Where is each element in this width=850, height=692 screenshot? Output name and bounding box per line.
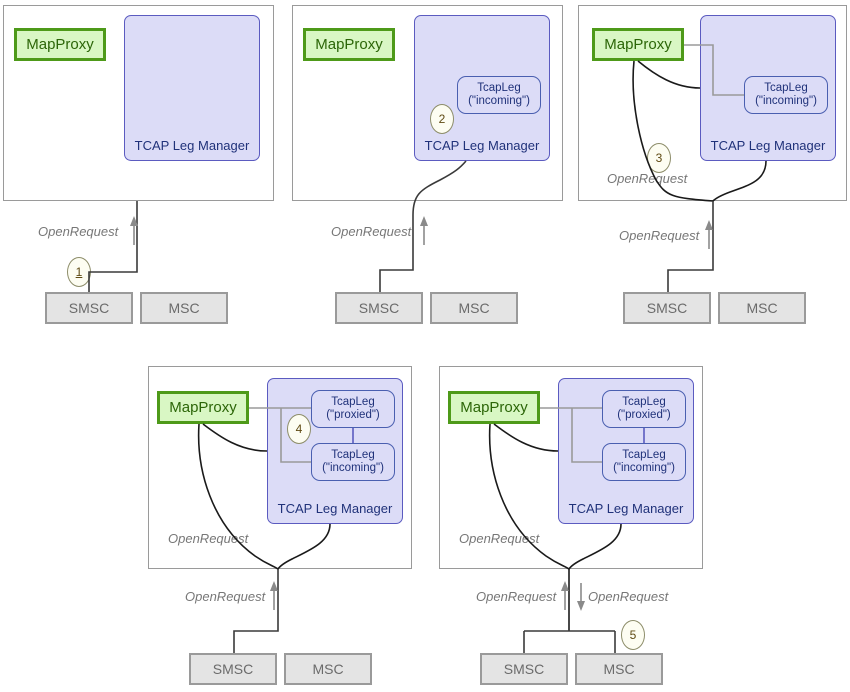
arrow-up-p1: [130, 216, 138, 245]
step-marker-4: 4: [287, 414, 311, 444]
smsc-box-4[interactable]: SMSC: [189, 653, 277, 685]
msc-box-1[interactable]: MSC: [140, 292, 228, 324]
arrow-up-p2: [420, 216, 428, 245]
tcapleg-line1: TcapLeg: [477, 81, 521, 94]
open-request-label-4a: OpenRequest: [168, 531, 249, 546]
connector-p3-manager-to-mapproxy: [637, 60, 701, 89]
open-request-label-2a: OpenRequest: [331, 224, 412, 239]
step-marker-2: 2: [430, 104, 454, 134]
mapproxy-label: MapProxy: [604, 36, 672, 53]
smsc-box-2[interactable]: SMSC: [335, 292, 423, 324]
mapproxy-box-4[interactable]: MapProxy: [157, 391, 249, 424]
mapproxy-box-1[interactable]: MapProxy: [14, 28, 106, 61]
tcap-leg-manager-label: TCAP Leg Manager: [277, 501, 393, 516]
tcapleg-line1: TcapLeg: [622, 448, 666, 461]
smsc-box-3[interactable]: SMSC: [623, 292, 711, 324]
smsc-label: SMSC: [68, 300, 110, 316]
step-marker-3: 3: [647, 143, 671, 173]
arrow-up-p5: [561, 581, 569, 610]
tcapleg-line2: ("proxied"): [617, 409, 671, 421]
connector-p3-mapproxy-to-network: [632, 60, 714, 202]
msc-label: MSC: [746, 300, 778, 316]
tcapleg-incoming-box-5[interactable]: TcapLeg ("incoming"): [602, 443, 686, 481]
tcap-leg-manager-label: TCAP Leg Manager: [134, 138, 250, 153]
connector-p5-trunk-to-smsc: [523, 630, 615, 653]
step-marker-5: 5: [621, 620, 645, 650]
connector-p4-network-to-smsc: [233, 569, 279, 653]
mapproxy-label: MapProxy: [315, 36, 383, 53]
msc-label: MSC: [312, 661, 344, 677]
smsc-label: SMSC: [646, 300, 688, 316]
open-request-label-5c: OpenRequest: [588, 589, 669, 604]
tcap-leg-manager-label: TCAP Leg Manager: [424, 138, 540, 153]
tcapleg-incoming-box-3[interactable]: TcapLeg ("incoming"): [744, 76, 828, 114]
connector-p4-manager-to-network: [277, 523, 331, 570]
tcapleg-incoming-box-4[interactable]: TcapLeg ("incoming"): [311, 443, 395, 481]
tcapleg-line1: TcapLeg: [331, 395, 375, 408]
connector-p5-mapproxy-to-network: [488, 423, 570, 570]
tcapleg-proxied-box-4[interactable]: TcapLeg ("proxied"): [311, 390, 395, 428]
smsc-label: SMSC: [503, 661, 545, 677]
tcapleg-proxied-box-5[interactable]: TcapLeg ("proxied"): [602, 390, 686, 428]
open-request-label-4b: OpenRequest: [185, 589, 266, 604]
tcapleg-line2: ("incoming"): [468, 95, 530, 107]
msc-box-4[interactable]: MSC: [284, 653, 372, 685]
open-request-label-3a: OpenRequest: [607, 171, 688, 186]
connector-p3-mapproxy-to-tcapleg: [684, 44, 744, 96]
smsc-box-5[interactable]: SMSC: [480, 653, 568, 685]
msc-label: MSC: [458, 300, 490, 316]
open-request-label-5a: OpenRequest: [459, 531, 540, 546]
msc-label: MSC: [603, 661, 635, 677]
mapproxy-box-3[interactable]: MapProxy: [592, 28, 684, 61]
tcapleg-line1: TcapLeg: [622, 395, 666, 408]
tcapleg-line1: TcapLeg: [764, 81, 808, 94]
connector-p1-smsc-to-manager: [88, 201, 138, 292]
connector-p5-mapproxy-to-incoming: [571, 408, 602, 463]
connector-p4-mapproxy-to-network: [197, 423, 279, 570]
connector-p3-manager-to-network: [712, 160, 767, 202]
connector-p4-mapproxy-to-incoming: [280, 408, 311, 463]
tcapleg-line1: TcapLeg: [331, 448, 375, 461]
mapproxy-box-5[interactable]: MapProxy: [448, 391, 540, 424]
open-request-label-3b: OpenRequest: [619, 228, 700, 243]
mapproxy-label: MapProxy: [460, 399, 528, 416]
arrow-up-p3: [705, 220, 713, 249]
tcapleg-line2: ("incoming"): [322, 462, 384, 474]
connector-p5-manager-to-mapproxy: [493, 423, 559, 452]
msc-box-2[interactable]: MSC: [430, 292, 518, 324]
mapproxy-label: MapProxy: [26, 36, 94, 53]
arrow-up-p4: [270, 581, 278, 610]
msc-box-3[interactable]: MSC: [718, 292, 806, 324]
tcapleg-line2: ("incoming"): [613, 462, 675, 474]
arrow-down-p5: [577, 583, 585, 611]
mapproxy-label: MapProxy: [169, 399, 237, 416]
connector-p5-manager-to-network: [568, 523, 622, 570]
tcap-leg-manager-label: TCAP Leg Manager: [568, 501, 684, 516]
tcapleg-incoming-box-2[interactable]: TcapLeg ("incoming"): [457, 76, 541, 114]
msc-label: MSC: [168, 300, 200, 316]
tcap-leg-manager-label: TCAP Leg Manager: [710, 138, 826, 153]
tcap-leg-manager-box-1[interactable]: TCAP Leg Manager: [124, 15, 260, 161]
open-request-label-5b: OpenRequest: [476, 589, 557, 604]
smsc-label: SMSC: [212, 661, 254, 677]
smsc-label: SMSC: [358, 300, 400, 316]
connector-p4-manager-to-mapproxy: [202, 423, 268, 452]
smsc-box-1[interactable]: SMSC: [45, 292, 133, 324]
connector-p3-network-to-smsc: [667, 201, 714, 292]
msc-box-5[interactable]: MSC: [575, 653, 663, 685]
mapproxy-box-2[interactable]: MapProxy: [303, 28, 395, 61]
tcapleg-line2: ("proxied"): [326, 409, 380, 421]
open-request-label-1a: OpenRequest: [38, 224, 119, 239]
connector-p2-smsc-to-manager: [379, 160, 467, 292]
tcapleg-line2: ("incoming"): [755, 95, 817, 107]
